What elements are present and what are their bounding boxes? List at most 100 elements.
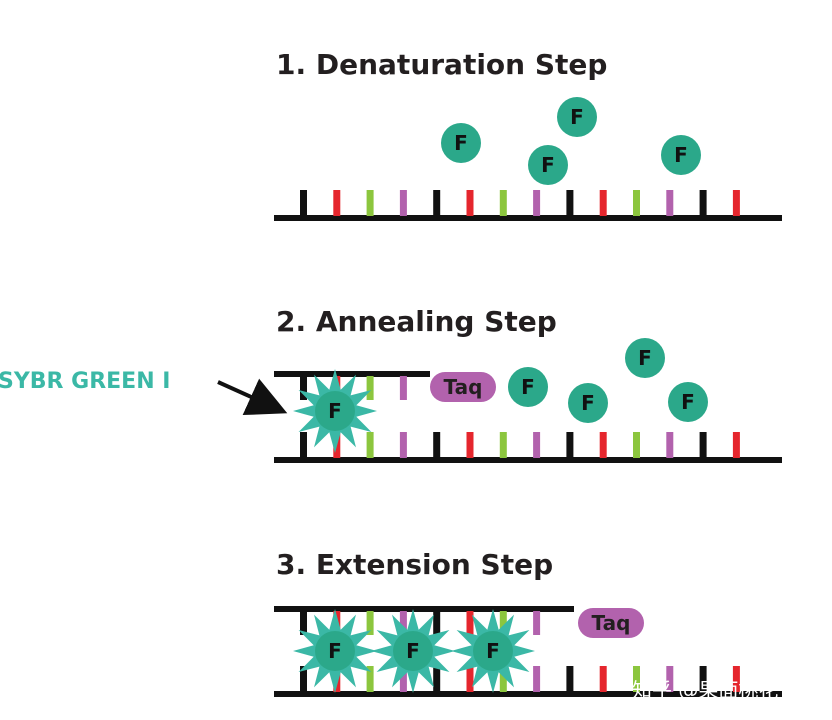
fluor-circle xyxy=(315,631,355,671)
fluor-letter: F xyxy=(406,639,420,663)
taq-pill xyxy=(578,608,644,638)
fluorophore: F xyxy=(557,97,597,137)
step-1-title: 1. Denaturation Step xyxy=(276,48,607,81)
sybr-burst: F xyxy=(293,369,377,453)
base-pair xyxy=(699,190,707,216)
base-pair xyxy=(399,432,407,458)
fluor-circle xyxy=(568,383,608,423)
fluorophore: F xyxy=(625,338,665,378)
step-3-title: 3. Extension Step xyxy=(276,548,553,581)
base-pair xyxy=(499,666,507,692)
base-pair xyxy=(732,666,740,692)
base-pair xyxy=(300,666,307,692)
fluor-letter: F xyxy=(638,346,652,370)
base-pair xyxy=(366,190,374,216)
base-pair xyxy=(566,666,574,692)
base-pair xyxy=(333,190,341,216)
base-pair xyxy=(499,432,507,458)
fluor-letter: F xyxy=(581,391,595,415)
base-pair xyxy=(566,432,574,458)
base-pair-top xyxy=(433,611,441,635)
step-2-title: 2. Annealing Step xyxy=(276,305,557,338)
fluor-circle xyxy=(393,631,433,671)
base-pair xyxy=(599,190,607,216)
fluor-circle xyxy=(441,123,481,163)
taq-label: Taq xyxy=(444,375,483,399)
fluor-circle xyxy=(315,391,355,431)
sybr-burst: F xyxy=(451,609,535,693)
base-pair-top xyxy=(366,611,374,635)
base-pair-top xyxy=(499,611,507,635)
base-pair xyxy=(633,190,640,216)
base-pair xyxy=(533,190,541,216)
base-pair xyxy=(666,666,674,692)
base-pair xyxy=(399,190,407,216)
base-pair xyxy=(466,432,474,458)
base-pair-top xyxy=(300,376,307,400)
base-pair xyxy=(366,666,374,692)
base-pair xyxy=(499,190,507,216)
base-pair xyxy=(300,190,307,216)
base-pair xyxy=(666,432,674,458)
pointer-arrow xyxy=(217,378,288,416)
fluor-letter: F xyxy=(570,105,584,129)
sybr-burst: F xyxy=(293,609,377,693)
base-pair xyxy=(533,666,541,692)
fluor-circle xyxy=(557,97,597,137)
watermark-text: 知乎 @果面桃花 xyxy=(632,678,778,702)
base-pair-top xyxy=(300,611,307,635)
base-pair xyxy=(433,190,441,216)
fluor-letter: F xyxy=(328,399,342,423)
base-pair-top xyxy=(399,376,407,400)
base-pair xyxy=(433,666,441,692)
fluor-circle xyxy=(473,631,513,671)
fluorophore: F xyxy=(668,382,708,422)
taq-label: Taq xyxy=(592,611,631,635)
fluor-circle xyxy=(668,382,708,422)
fluor-circle xyxy=(528,145,568,185)
base-pair xyxy=(699,666,707,692)
base-pair-top xyxy=(533,611,541,635)
fluor-circle xyxy=(625,338,665,378)
fluor-letter: F xyxy=(486,639,500,663)
base-pair xyxy=(366,432,374,458)
base-pair xyxy=(466,190,474,216)
base-pair xyxy=(399,666,407,692)
base-pair xyxy=(666,190,674,216)
base-pair xyxy=(433,432,441,458)
fluor-letter: F xyxy=(541,153,555,177)
sybr-green-label: SYBR GREEN I xyxy=(0,369,170,394)
fluorophore: F xyxy=(568,383,608,423)
fluorophore: F xyxy=(661,135,701,175)
taq-polymerase: Taq xyxy=(578,608,644,638)
base-pair-top xyxy=(466,611,474,635)
base-pair xyxy=(599,666,607,692)
fluor-letter: F xyxy=(681,390,695,414)
fluor-letter: F xyxy=(521,375,535,399)
base-pair xyxy=(300,432,307,458)
base-pair xyxy=(633,432,640,458)
taq-pill xyxy=(430,372,496,402)
base-pair xyxy=(732,190,740,216)
base-pair xyxy=(699,432,707,458)
taq-polymerase: Taq xyxy=(430,372,496,402)
fluor-letter: F xyxy=(454,131,468,155)
base-pair-top xyxy=(366,376,374,400)
base-pair-top xyxy=(399,611,407,635)
fluorophore: F xyxy=(508,367,548,407)
fluor-letter: F xyxy=(674,143,688,167)
base-pair xyxy=(599,432,607,458)
fluor-circle xyxy=(508,367,548,407)
base-pair xyxy=(466,666,474,692)
base-pair xyxy=(533,432,541,458)
sybr-burst: F xyxy=(371,609,455,693)
base-pair xyxy=(566,190,574,216)
fluor-letter: F xyxy=(328,639,342,663)
base-pair xyxy=(732,432,740,458)
fluor-circle xyxy=(661,135,701,175)
step-3-extension: F F F Taq xyxy=(274,606,782,697)
fluorophore: F xyxy=(441,123,481,163)
